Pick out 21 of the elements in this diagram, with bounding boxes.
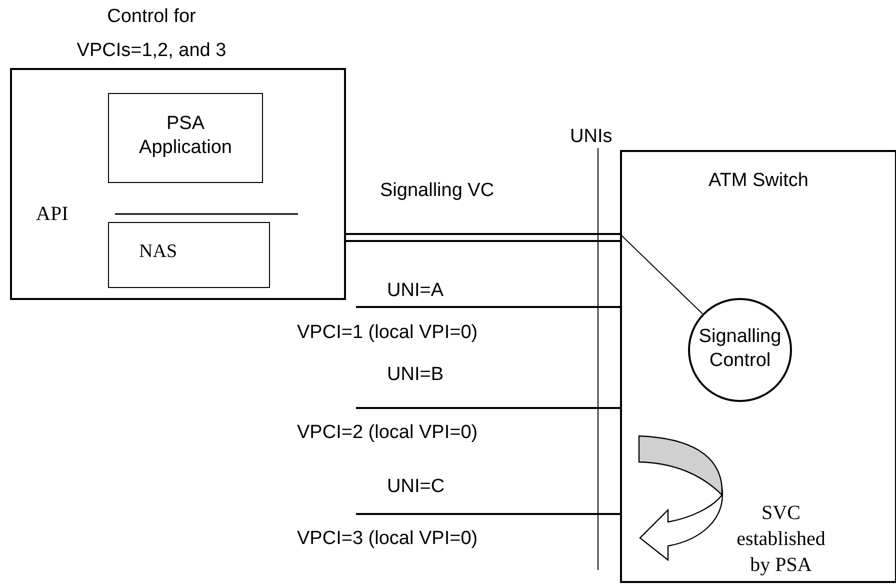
boundary-label: UNIs [570, 126, 612, 148]
vpci-label: VPCI=2 (local VPI=0) [297, 422, 478, 444]
node-text: NAS [139, 241, 178, 263]
connector-line [345, 233, 621, 242]
note-text: SVC established by PSA [736, 501, 826, 578]
vpci-label: VPCI=1 (local VPI=0) [297, 322, 478, 344]
connector-line [356, 306, 620, 308]
node-text: Signalling Control [698, 325, 782, 373]
vpci-label: VPCI=3 (local VPI=0) [297, 528, 478, 550]
node-text: ATM Switch [708, 170, 810, 192]
switch-box [620, 150, 896, 583]
node-text: PSA Application [138, 112, 233, 160]
signalling-circle [688, 298, 792, 402]
connector-line [620, 234, 704, 314]
api-label: API [36, 203, 68, 226]
connector-line [356, 513, 620, 515]
connector-line [356, 407, 620, 409]
edge-label: Signalling VC [380, 180, 494, 202]
nas-box [108, 222, 270, 288]
application-box [108, 93, 263, 183]
box-heading: Control for VPCIs=1,2, and 3 [76, 5, 228, 63]
